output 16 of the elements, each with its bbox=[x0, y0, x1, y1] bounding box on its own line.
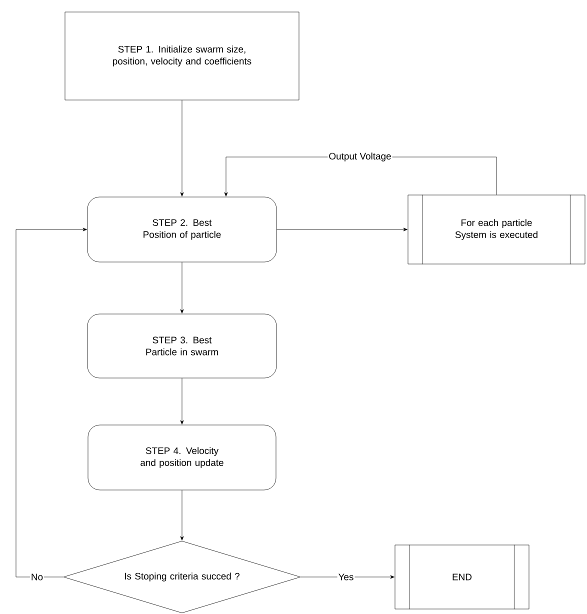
edge-label: No bbox=[30, 572, 44, 582]
process-box: STEP 4. Velocity and position update bbox=[88, 424, 276, 490]
arrow bbox=[16, 228, 87, 578]
arrow bbox=[300, 575, 394, 579]
edge-label: Output Voltage bbox=[328, 152, 392, 162]
arrow bbox=[180, 490, 184, 540]
process-box: STEP 1. Initialize swarm size, position, velocity and coefficients bbox=[64, 12, 300, 100]
arrow bbox=[276, 228, 408, 232]
edge-label: Yes bbox=[337, 572, 355, 582]
arrow bbox=[180, 262, 184, 314]
arrow bbox=[180, 378, 184, 424]
process-box: STEP 2. Best Position of particle bbox=[87, 196, 277, 262]
arrow bbox=[180, 100, 184, 196]
predefined-process-box: END bbox=[394, 544, 530, 610]
predefined-process-box: For each particle System is executed bbox=[408, 194, 586, 264]
process-box: STEP 3. Best Particle in swarm bbox=[87, 314, 277, 378]
